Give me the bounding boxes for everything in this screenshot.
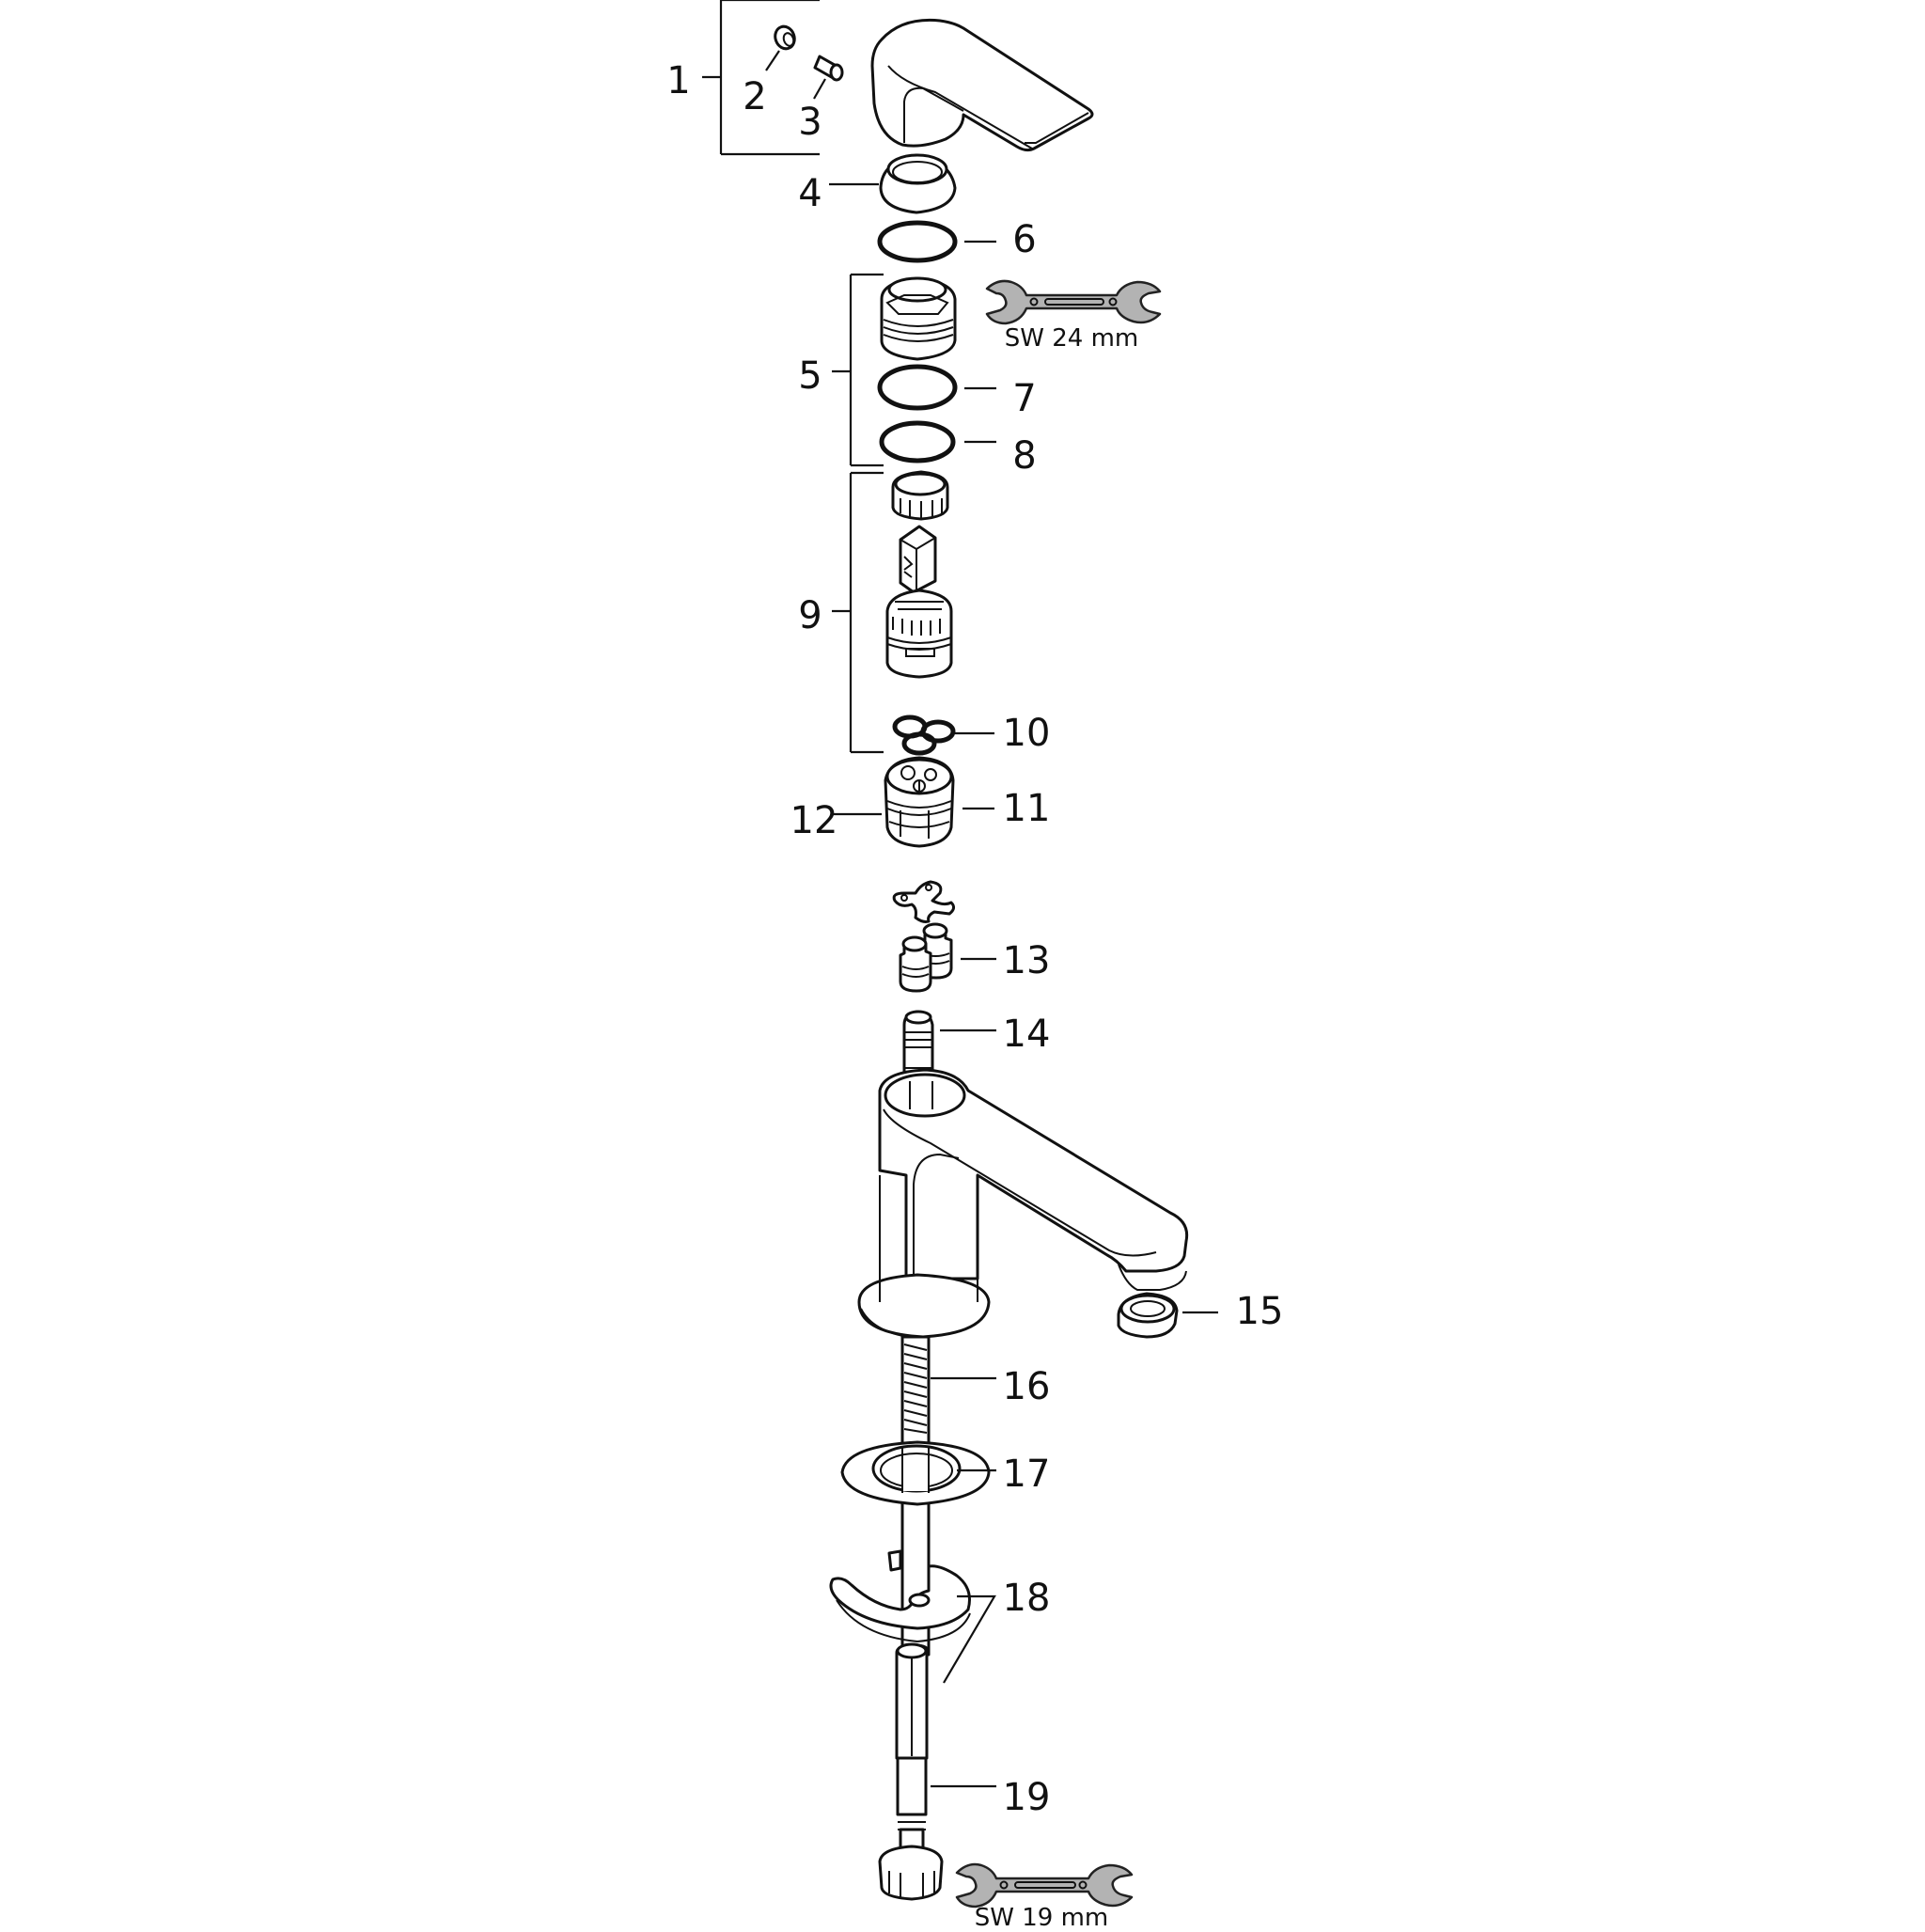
part-label-6: 6	[1012, 218, 1037, 261]
part-label-11: 11	[1002, 787, 1051, 830]
wrench-sw19-icon	[955, 1862, 1134, 1908]
wrench-size-sw24: SW 24 mm	[1004, 324, 1139, 353]
wrench-sw24-icon	[985, 279, 1162, 325]
part-7-o-ring[interactable]	[877, 364, 996, 411]
part-8-o-ring[interactable]	[879, 420, 996, 463]
part-6-o-ring[interactable]	[877, 220, 996, 263]
part-11-cartridge-base[interactable]	[884, 756, 994, 848]
wrench-size-sw19: SW 19 mm	[974, 1904, 1109, 1932]
part-label-7: 7	[1012, 377, 1037, 420]
part-label-10: 10	[1002, 712, 1051, 755]
part-label-19: 19	[1002, 1776, 1051, 1819]
part-18-fixing-set[interactable]	[829, 1549, 996, 1684]
part-1-lever-handle[interactable]	[870, 18, 1094, 152]
part-label-1: 1	[666, 59, 691, 102]
part-label-15: 15	[1235, 1290, 1284, 1333]
part-15-aerator[interactable]	[1117, 1292, 1218, 1339]
part-label-18: 18	[1002, 1577, 1051, 1620]
part-label-2: 2	[743, 75, 767, 118]
part-2-cap-plug[interactable]	[765, 24, 798, 71]
part-label-14: 14	[1002, 1013, 1051, 1056]
bracket-part-5	[832, 273, 884, 467]
part-4-cover-cap[interactable]	[829, 153, 957, 214]
part-label-3: 3	[798, 101, 822, 144]
cross-spider-flange[interactable]	[892, 880, 956, 923]
part-3-grub-screw[interactable]	[813, 55, 844, 100]
part-10-cartridge-seal[interactable]	[892, 715, 994, 756]
part-label-5: 5	[798, 354, 822, 398]
part-label-17: 17	[1002, 1453, 1051, 1496]
part-label-12: 12	[790, 799, 838, 842]
part-13-plug-pair[interactable]	[899, 922, 996, 993]
part-9-cartridge[interactable]	[885, 470, 953, 679]
part-label-13: 13	[1002, 939, 1051, 982]
part-5-threaded-bonnet[interactable]	[880, 276, 957, 361]
part-label-4: 4	[798, 172, 822, 215]
part-17-base-gasket[interactable]	[840, 1440, 996, 1506]
bracket-part-9	[832, 471, 884, 754]
part-label-9: 9	[798, 594, 822, 637]
part-label-8: 8	[1012, 434, 1037, 478]
bracket-part-1	[702, 0, 820, 156]
part-19-supply-hose[interactable]	[878, 1642, 996, 1901]
part-14-connector-nipple[interactable]	[902, 1010, 996, 1083]
mixer-spout-body[interactable]	[857, 1068, 1189, 1340]
part-label-16: 16	[1002, 1365, 1051, 1408]
